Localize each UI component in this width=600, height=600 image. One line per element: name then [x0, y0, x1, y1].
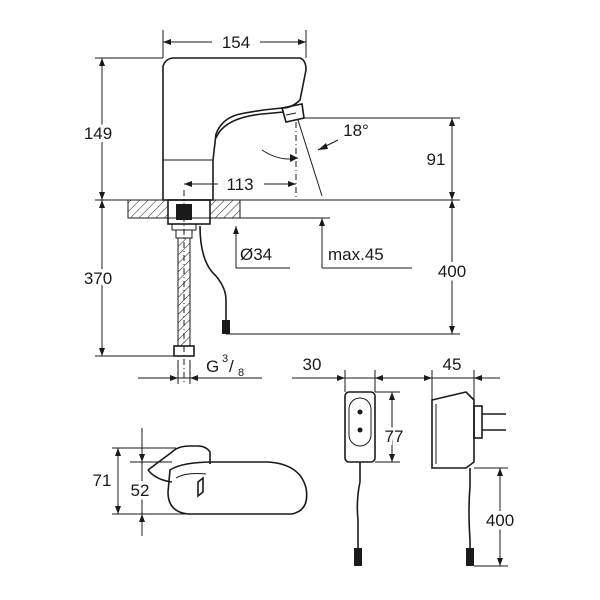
- lever-height-label: 71: [93, 471, 112, 490]
- lever-body-label: 52: [131, 481, 150, 500]
- spout-angle-label: 18°: [343, 121, 369, 140]
- dim-lever-height: 71: [93, 448, 121, 514]
- adapter-height-label: 77: [385, 427, 404, 446]
- dim-deck-thickness: max.45: [319, 218, 412, 269]
- faucet-elevation: [162, 30, 307, 201]
- dim-faucet-height: 149: [81, 57, 163, 200]
- deck-thickness-label: max.45: [328, 245, 384, 264]
- mounting-assembly: [167, 190, 230, 385]
- adapter-depth-label: 45: [443, 355, 462, 374]
- dim-adapter-cable: 400: [474, 467, 518, 567]
- dim-hole-diameter: Ø34: [233, 226, 290, 269]
- dim-adapter-width: 30: [292, 355, 420, 381]
- dim-spout-reach: 113: [184, 172, 296, 194]
- temperature-lever: [112, 445, 308, 515]
- dim-adapter-height: 77: [375, 391, 406, 463]
- thread-den-label: 8: [238, 367, 244, 379]
- spout-reach-label: 113: [226, 175, 253, 194]
- faucet-height-label: 149: [84, 124, 112, 143]
- thread-slash: /: [229, 357, 234, 376]
- dim-hose-length: 370: [80, 200, 178, 357]
- dim-spout-angle: 18°: [261, 119, 369, 197]
- power-adapter-front: [344, 370, 376, 566]
- thread-num-label: 3: [222, 353, 228, 365]
- power-adapter-side: [431, 370, 506, 566]
- thread-main-label: G: [206, 357, 219, 376]
- countertop: [95, 199, 460, 219]
- adapter-width-label: 30: [303, 355, 322, 374]
- dim-spout-height: 91: [304, 117, 460, 200]
- top-width-label: 154: [222, 33, 250, 52]
- dim-top-width: 154: [163, 32, 306, 52]
- dim-thread: G 3 / 8: [138, 353, 262, 384]
- dim-lever-body: 52: [127, 428, 153, 536]
- dim-cable-length: 400: [226, 200, 470, 335]
- cable-length-label: 400: [438, 262, 466, 281]
- adapter-cable-label: 400: [486, 511, 514, 530]
- hose-length-label: 370: [84, 269, 112, 288]
- spout-height-label: 91: [427, 150, 446, 169]
- dim-adapter-depth: 45: [410, 355, 500, 381]
- hole-diameter-label: Ø34: [240, 245, 272, 264]
